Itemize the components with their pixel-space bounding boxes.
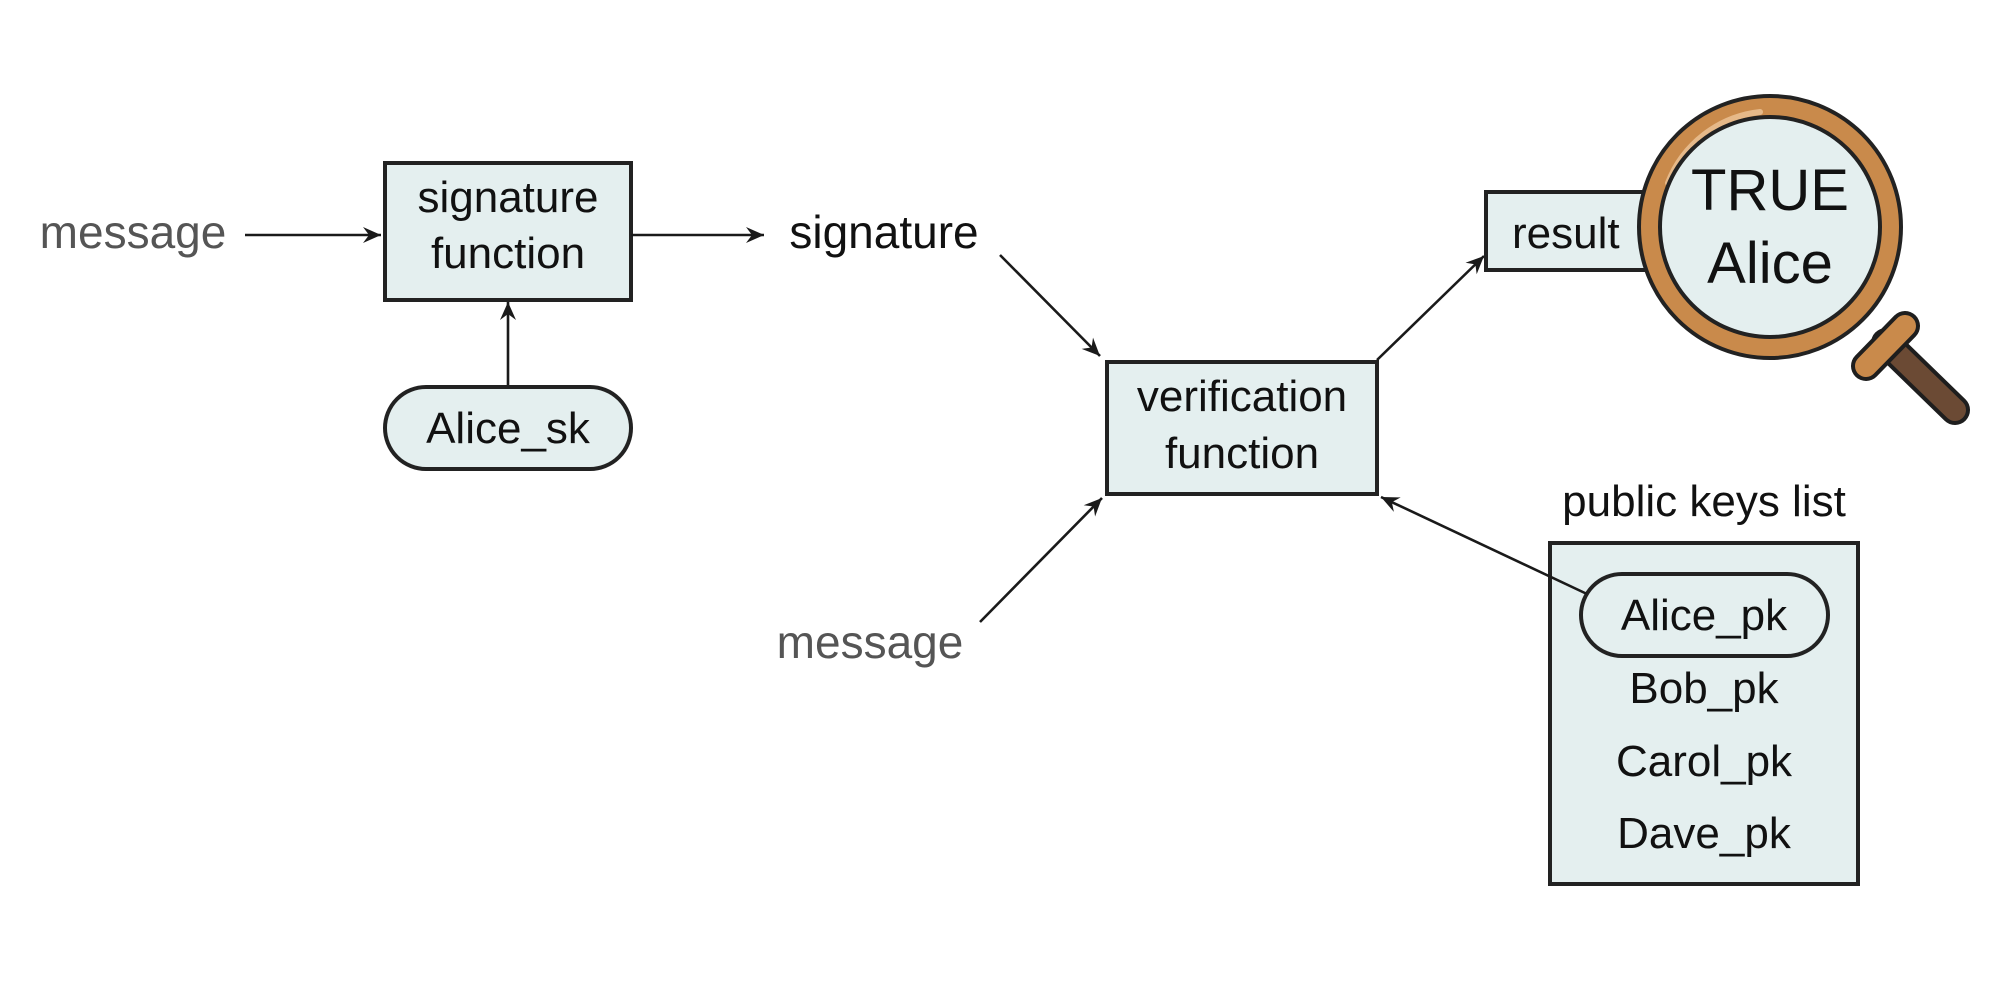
arrow-signature-to-verification-function [999,254,1101,357]
magnifying-glass-icon: TRUE Alice [1637,94,1970,425]
public-keys-list-title: public keys list [1562,477,1846,526]
alice-secret-key-pill [383,385,633,471]
signature-function-label-line1: signature [417,173,598,222]
public-key-item: Bob_pk [1629,664,1779,713]
magnifier-true-label: TRUE [1691,158,1849,223]
verification-function-label-line2: function [1165,429,1319,478]
verification-message-label: message [777,616,964,668]
magnifier-alice-label: Alice [1707,231,1833,296]
verification-function-box [1105,360,1379,496]
magnifier-lens [1658,115,1882,339]
arrow-verification-function-to-result [1376,255,1485,361]
result-label: result [1512,209,1620,258]
public-key-item: Dave_pk [1617,809,1792,858]
signature-function-box [383,161,633,302]
public-key-item: Carol_pk [1616,737,1793,786]
alice-public-key-pill [1579,572,1830,658]
signing-message-label: message [40,206,227,258]
arrow-public-key-to-verification-function [1380,495,1588,596]
signature-output-label: signature [789,206,978,258]
alice-secret-key-label: Alice_sk [426,404,591,453]
signature-function-label-line2: function [431,229,585,278]
verification-function-label-line1: verification [1137,372,1347,421]
public-key-item: Alice_pk [1621,591,1788,640]
arrow-message-to-verification-function [979,497,1103,623]
